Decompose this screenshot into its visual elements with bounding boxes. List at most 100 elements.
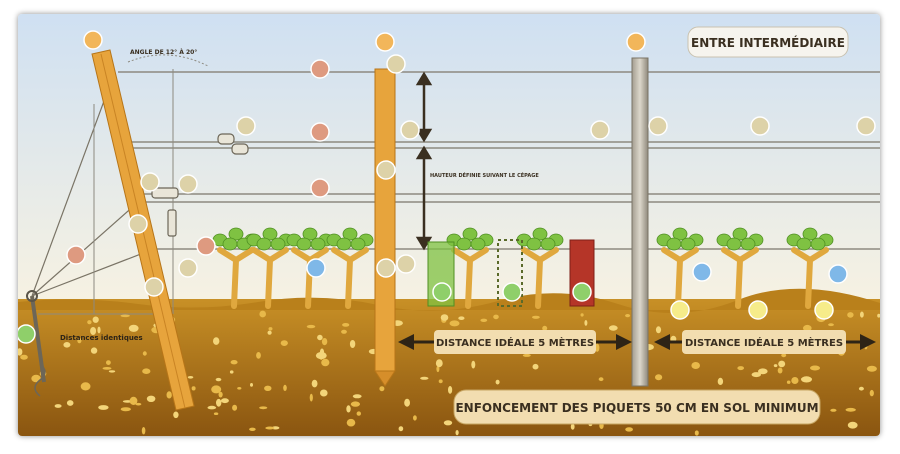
marker-dot: [196, 236, 216, 256]
pebble: [542, 325, 548, 331]
pebble: [142, 368, 151, 375]
pebble: [120, 407, 131, 412]
pebble: [146, 395, 156, 402]
pebble: [230, 360, 238, 365]
distance-band-left: DISTANCE IDÉALE 5 MÈTRES: [398, 330, 632, 354]
marker-dot: [750, 116, 770, 136]
pebble: [342, 323, 350, 327]
marker-dot: [18, 324, 36, 344]
pebble: [20, 354, 28, 360]
ideal-distance-left: DISTANCE IDÉALE 5 MÈTRES: [436, 336, 594, 349]
marker-dot: [144, 277, 164, 297]
pebble: [691, 362, 700, 369]
vine-row: [212, 227, 834, 309]
pebble: [443, 420, 453, 426]
pebble: [751, 372, 761, 378]
pebble: [268, 327, 273, 331]
vine-plant-icon: [446, 227, 494, 309]
section-title: ENTRE INTERMÉDIAIRE: [691, 35, 845, 50]
distance-band-right: DISTANCE IDÉALE 5 MÈTRES: [654, 330, 876, 354]
pebble: [791, 377, 799, 384]
pebble: [317, 334, 323, 341]
depth-label: ENFONCEMENT DES PIQUETS 50 CM EN SOL MIN…: [455, 401, 818, 415]
pebble: [311, 379, 318, 388]
marker-dot: [748, 300, 768, 320]
double-arrow-icon: [654, 334, 670, 350]
pebble: [694, 430, 699, 436]
pebble: [87, 320, 92, 325]
marker-dot: [66, 245, 86, 265]
ideal-distance-right: DISTANCE IDÉALE 5 MÈTRES: [685, 336, 843, 349]
pebble: [213, 337, 220, 345]
pebble: [655, 326, 662, 334]
marker-dot: [386, 54, 406, 74]
distances-identical-label: Distances identiques: [60, 334, 143, 342]
pebble: [858, 386, 864, 391]
pebble: [259, 310, 266, 318]
pebble: [320, 389, 328, 397]
angle-label: ANGLE DE 12° À 20°: [130, 49, 197, 56]
pebble: [237, 387, 242, 390]
vine-plant-icon: [516, 227, 564, 309]
pebble: [232, 404, 238, 411]
pebble: [495, 379, 500, 385]
marker-dot: [432, 282, 452, 302]
pebble: [250, 383, 253, 387]
intermediate-stake-body: [374, 68, 396, 372]
marker-dot: [572, 282, 592, 302]
marker-dot: [310, 59, 330, 79]
pebble: [830, 408, 837, 412]
pebble: [106, 360, 111, 365]
angle-arc: [127, 54, 209, 67]
pebble: [321, 338, 328, 346]
pebble: [781, 353, 787, 358]
pebble: [866, 365, 877, 372]
vine-plant-icon: [786, 227, 834, 309]
pebble: [120, 314, 130, 318]
pebble: [54, 404, 62, 408]
pebble: [63, 342, 71, 348]
marker-dot: [83, 30, 103, 50]
pebble: [398, 426, 404, 432]
pebble: [847, 312, 854, 318]
pebble: [249, 427, 256, 431]
pebble: [349, 340, 356, 348]
pebble: [413, 415, 417, 421]
marker-dot: [306, 258, 326, 278]
pebble: [259, 406, 268, 410]
pebble: [173, 411, 179, 419]
anchor-icon: [26, 290, 46, 397]
pebble: [80, 382, 91, 391]
section-title-badge: ENTRE INTERMÉDIAIRE: [687, 26, 849, 58]
pebble: [608, 325, 618, 331]
metal-post-body: [631, 57, 649, 387]
pebble: [420, 376, 429, 380]
vine-guard-mesh: [497, 239, 523, 307]
pebble: [309, 393, 313, 402]
pebble: [213, 412, 219, 416]
pebble: [480, 318, 488, 322]
pebble: [211, 385, 222, 394]
pebble: [580, 313, 584, 317]
pebble: [847, 421, 858, 429]
guy-wire-low: [31, 251, 147, 297]
pebble: [786, 380, 791, 384]
pebble: [436, 365, 440, 373]
pebble: [777, 367, 783, 374]
pebble: [128, 324, 139, 332]
depth-banner: ENFONCEMENT DES PIQUETS 50 CM EN SOL MIN…: [453, 389, 821, 425]
vertical-arrow-icon: [415, 71, 433, 251]
pebble: [346, 405, 351, 413]
pebble: [352, 394, 362, 399]
pebble: [350, 401, 360, 407]
pebble: [458, 316, 465, 321]
pebble: [92, 316, 99, 323]
metal-post: [631, 57, 649, 387]
pebble: [493, 314, 499, 320]
vine-plant-icon: [286, 227, 334, 309]
intermediate-stake: [374, 68, 396, 387]
pebble: [869, 389, 874, 397]
pebble: [264, 385, 272, 391]
pebble: [625, 314, 631, 318]
marker-dot: [670, 300, 690, 320]
